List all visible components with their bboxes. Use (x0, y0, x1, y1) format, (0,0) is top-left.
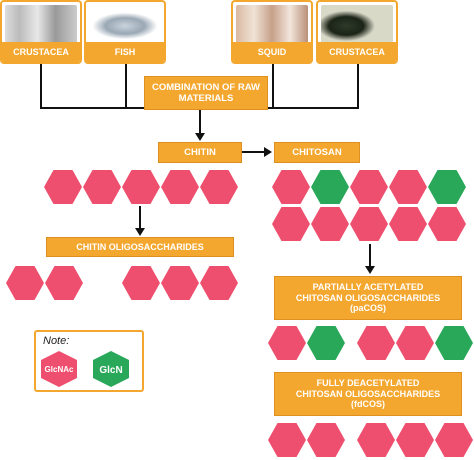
chitin-oligosaccharides-box: CHITIN OLIGOSACCHARIDES (46, 237, 234, 257)
raw-card-crustacea-2: CRUSTACEA (316, 0, 398, 64)
fish-photo (89, 5, 161, 43)
chitosan-box: CHITOSAN (274, 142, 360, 163)
arrow-down-icon (195, 133, 205, 141)
glcnac-hexagon (396, 423, 434, 457)
glcn-hexagon (428, 170, 466, 204)
connector-line (40, 64, 42, 109)
connector-line (199, 110, 201, 134)
raw-card-squid: SQUID (231, 0, 313, 64)
connector-line (369, 244, 371, 268)
glcnac-hexagon (350, 170, 388, 204)
glcnac-hexagon (311, 207, 349, 241)
legend-glcn-label: GlcN (99, 365, 122, 376)
glcnac-hexagon (350, 207, 388, 241)
legend-glcn-icon: GlcN (93, 351, 129, 387)
glcnac-hexagon (161, 170, 199, 204)
glcn-hexagon (435, 326, 473, 360)
raw-label-crustacea-2: CRUSTACEA (318, 42, 396, 62)
glcnac-hexagon (200, 170, 238, 204)
glcnac-hexagon (389, 170, 427, 204)
glcnac-hexagon (357, 326, 395, 360)
glcnac-hexagon (268, 423, 306, 457)
mussel-photo (321, 5, 393, 43)
legend-glcnac-icon: GlcNAc (41, 351, 77, 387)
raw-card-fish: FISH (84, 0, 166, 64)
connector-line (357, 64, 359, 109)
arrow-down-icon (365, 266, 375, 274)
legend-note: Note: GlcNAc GlcN (34, 330, 144, 392)
glcnac-hexagon (83, 170, 121, 204)
crab-shrimp-photo (5, 5, 77, 43)
connector-line (272, 64, 274, 109)
pacos-box: PARTIALLY ACETYLATED CHITOSAN OLIGOSACCH… (274, 276, 462, 320)
chitin-box: CHITIN (158, 142, 242, 163)
arrow-down-icon (135, 228, 145, 236)
glcnac-hexagon (307, 423, 345, 457)
glcnac-hexagon (122, 170, 160, 204)
glcnac-hexagon (389, 207, 427, 241)
glcnac-hexagon (272, 170, 310, 204)
glcnac-hexagon (428, 207, 466, 241)
glcnac-hexagon (45, 266, 83, 300)
raw-label-crustacea-1: CRUSTACEA (2, 42, 80, 62)
glcnac-hexagon (272, 207, 310, 241)
glcn-hexagon (311, 170, 349, 204)
glcnac-hexagon (44, 170, 82, 204)
glcnac-hexagon (122, 266, 160, 300)
note-title: Note: (43, 335, 70, 347)
raw-card-crustacea-1: CRUSTACEA (0, 0, 82, 64)
connector-line (268, 107, 359, 109)
connector-line (125, 64, 127, 109)
connector-line (139, 206, 141, 230)
glcnac-hexagon (161, 266, 199, 300)
glcnac-hexagon (396, 326, 434, 360)
connector-line (242, 151, 266, 153)
glcnac-hexagon (268, 326, 306, 360)
combination-box: COMBINATION OF RAW MATERIALS (144, 76, 268, 110)
glcnac-hexagon (200, 266, 238, 300)
fdcos-box: FULLY DEACETYLATED CHITOSAN OLIGOSACCHAR… (274, 372, 462, 416)
glcnac-hexagon (357, 423, 395, 457)
raw-label-fish: FISH (86, 42, 164, 62)
connector-line (40, 107, 144, 109)
glcn-hexagon (307, 326, 345, 360)
legend-glcnac-label: GlcNAc (45, 365, 74, 374)
glcnac-hexagon (435, 423, 473, 457)
glcnac-hexagon (6, 266, 44, 300)
raw-label-squid: SQUID (233, 42, 311, 62)
squid-photo (236, 5, 308, 43)
arrow-right-icon (264, 147, 272, 157)
